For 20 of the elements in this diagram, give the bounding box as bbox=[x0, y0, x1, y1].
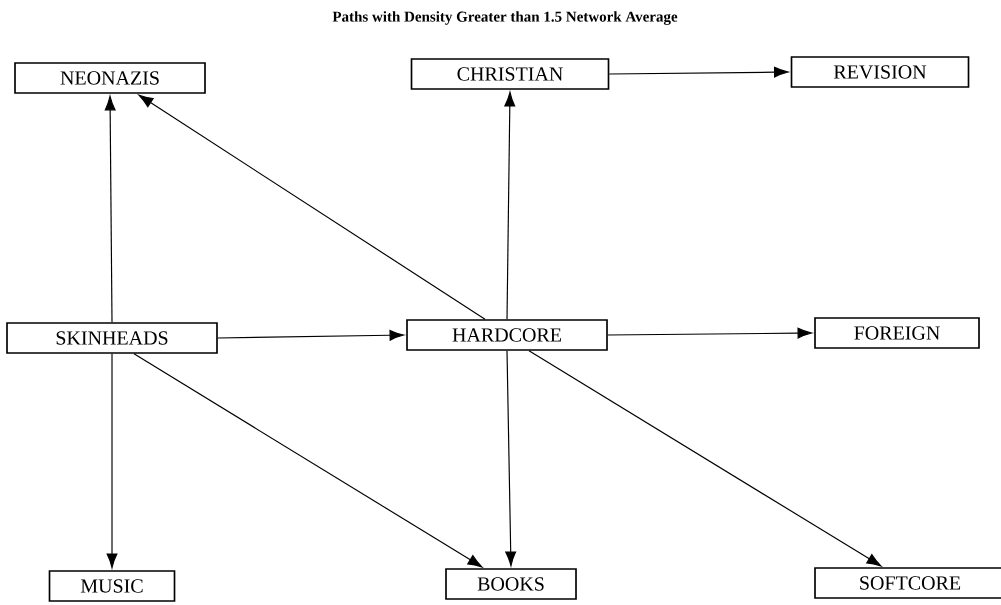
arrow bbox=[138, 94, 486, 320]
arrow bbox=[104, 95, 116, 323]
node-box: HARDCORE bbox=[406, 319, 608, 351]
arrow bbox=[133, 353, 483, 568]
node-box: MUSIC bbox=[48, 570, 176, 602]
node-box: BOOKS bbox=[445, 568, 577, 600]
node-box: NEONAZIS bbox=[14, 62, 206, 94]
node-box: REVISION bbox=[790, 56, 970, 88]
arrow bbox=[217, 329, 405, 341]
arrow bbox=[504, 91, 516, 320]
arrow bbox=[106, 353, 118, 569]
node-box: FOREIGN bbox=[814, 317, 980, 349]
arrow bbox=[528, 350, 882, 567]
node-box: SKINHEADS bbox=[6, 322, 218, 354]
arrow bbox=[607, 327, 813, 339]
arrow bbox=[505, 350, 517, 567]
node-box: CHRISTIAN bbox=[410, 58, 610, 90]
node-box: SOFTCORE bbox=[814, 567, 1001, 599]
arrow bbox=[608, 66, 789, 78]
title: Paths with Density Greater than 1.5 Network Average bbox=[332, 11, 678, 25]
